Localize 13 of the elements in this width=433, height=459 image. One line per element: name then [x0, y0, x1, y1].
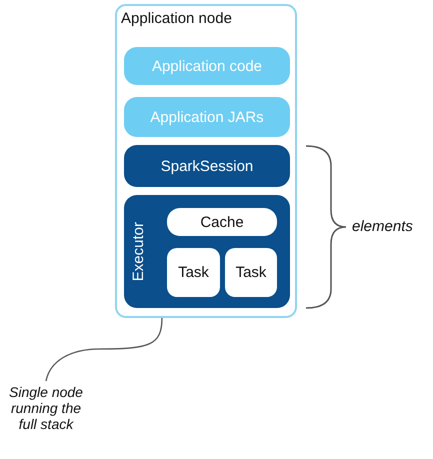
executor-box — [124, 195, 290, 308]
callout-text: Single node running the full stack — [4, 381, 88, 435]
executor-title: Executor — [130, 222, 147, 282]
container-title: Application node — [121, 10, 232, 27]
task-box: Task — [225, 248, 277, 297]
component-box: Application JARs — [124, 97, 290, 137]
leader-line — [45, 318, 163, 382]
component-box: Application code — [124, 47, 290, 85]
container-box — [115, 4, 297, 318]
task-box: Task — [167, 248, 220, 297]
cache-box: Cache — [167, 208, 277, 236]
component-box: SparkSession — [124, 145, 290, 187]
bracket-label: elements — [352, 218, 413, 235]
